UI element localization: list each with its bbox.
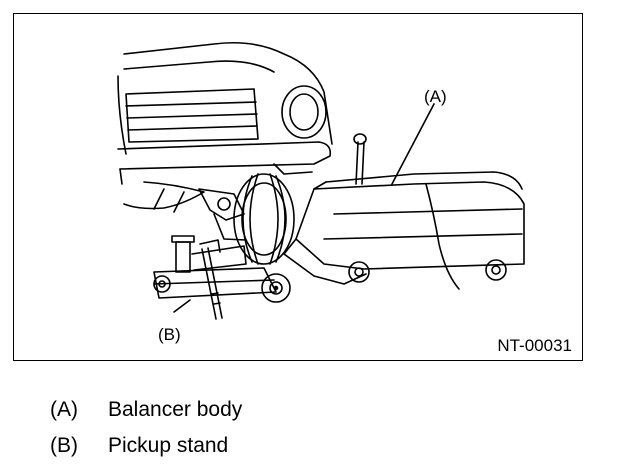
balancer-illustration [117, 41, 525, 320]
tire-wheel [198, 173, 295, 265]
legend-item: (B) Pickup stand [50, 428, 242, 464]
figure-id: NT-00031 [497, 336, 572, 355]
balancer-body [283, 103, 525, 290]
legend: (A) Balancer body (B) Pickup stand [50, 392, 242, 464]
vehicle-front [117, 41, 333, 213]
callout-b-label: (B) [158, 325, 181, 344]
legend-item: (A) Balancer body [50, 392, 242, 428]
leader-line-b [173, 299, 191, 313]
callout-a-label: (A) [424, 87, 447, 106]
legend-key: (A) [50, 398, 78, 421]
legend-text: Pickup stand [108, 434, 229, 457]
legend-text: Balancer body [108, 398, 243, 421]
legend-key: (B) [50, 434, 78, 457]
pickup-stand [153, 235, 291, 320]
figure-frame: (A) (B) NT-00031 [13, 13, 583, 361]
